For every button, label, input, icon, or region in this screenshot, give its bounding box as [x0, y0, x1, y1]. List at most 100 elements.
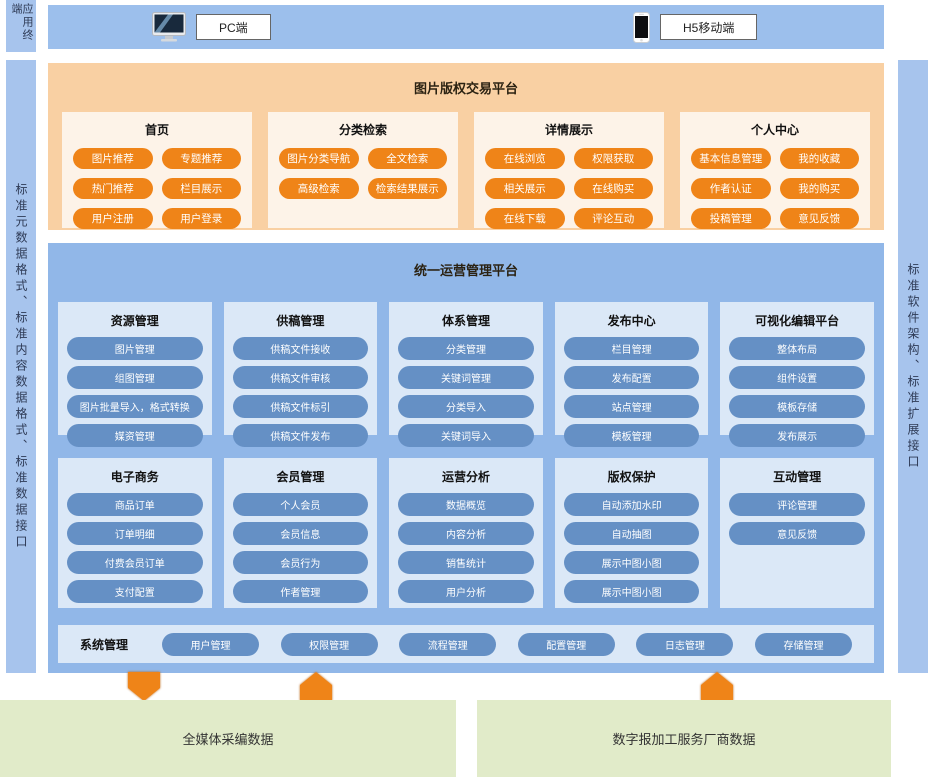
module-pill: 付费会员订单 [67, 551, 203, 574]
feature-pill: 高级检索 [279, 178, 359, 199]
module-items: 自动添加水印自动抽图展示中图小图展示中图小图 [555, 493, 709, 603]
module-pill: 发布配置 [563, 366, 700, 389]
module-items: 评论管理意见反馈 [720, 493, 874, 545]
module-items: 分类管理关键词管理分类导入关键词导入 [389, 337, 543, 447]
system-pill: 流程管理 [399, 632, 497, 656]
module-pill: 关键词导入 [398, 424, 534, 447]
trading-platform-section: 图片版权交易平台 首页 图片推荐专题推荐热门推荐栏目展示用户注册用户登录 分类检… [48, 63, 884, 230]
standard-architecture-label: 标准软件架构、标准扩展接口 [906, 262, 920, 471]
module-title: 运营分析 [441, 470, 490, 484]
module-pill: 发布展示 [729, 424, 865, 447]
module-pill: 组图管理 [67, 366, 203, 389]
system-pill: 配置管理 [517, 632, 615, 656]
system-pill: 用户管理 [162, 632, 260, 656]
module-card: 版权保护 自动添加水印自动抽图展示中图小图展示中图小图 [554, 458, 709, 608]
module-pill: 栏目管理 [563, 337, 700, 360]
feature-pill: 在线浏览 [485, 148, 565, 169]
feature-pill: 相关展示 [485, 178, 565, 199]
module-card: 会员管理 个人会员会员信息会员行为作者管理 [223, 458, 378, 608]
system-management-label: 系统管理 [80, 637, 129, 652]
module-pill: 评论管理 [729, 493, 865, 516]
group-title: 个人中心 [750, 123, 799, 137]
module-pill: 自动抽图 [563, 522, 700, 545]
trading-group-card: 首页 图片推荐专题推荐热门推荐栏目展示用户注册用户登录 [62, 112, 252, 229]
module-pill: 支付配置 [67, 580, 203, 603]
feature-pill: 用户注册 [73, 208, 153, 229]
group-title: 分类检索 [338, 123, 387, 137]
module-pill: 作者管理 [232, 580, 369, 603]
module-pill: 展示中图小图 [563, 551, 700, 574]
pc-terminal-box: PC端 [196, 14, 271, 40]
feature-pill: 热门推荐 [73, 178, 153, 199]
module-card: 电子商务 商品订单订单明细付费会员订单支付配置 [58, 458, 212, 608]
group-title: 详情展示 [544, 123, 593, 137]
trading-group-card: 分类检索 图片分类导航全文检索高级检索检索结果展示 [268, 112, 458, 228]
module-pill: 模板管理 [563, 424, 700, 447]
module-pill: 自动添加水印 [563, 493, 700, 516]
group-items: 图片推荐专题推荐热门推荐栏目展示用户注册用户登录 [62, 148, 252, 229]
sidebar-standard-data-formats: 标准元数据格式、标准内容数据格式、标准数据接口 [6, 60, 36, 673]
feature-pill: 评论互动 [573, 208, 653, 229]
module-items: 数据概览内容分析销售统计用户分析 [389, 493, 543, 603]
feature-pill: 栏目展示 [161, 178, 241, 199]
system-pill: 日志管理 [636, 632, 734, 656]
module-title: 电子商务 [110, 470, 159, 484]
module-card: 运营分析 数据概览内容分析销售统计用户分析 [389, 458, 543, 608]
module-items: 栏目管理发布配置站点管理模板管理 [555, 337, 709, 447]
module-pill: 供稿文件接收 [232, 337, 369, 360]
module-pill: 组件设置 [729, 366, 865, 389]
feature-pill: 在线下载 [485, 208, 565, 229]
module-pill: 会员行为 [232, 551, 369, 574]
module-pill: 展示中图小图 [563, 580, 700, 603]
module-pill: 图片管理 [67, 337, 203, 360]
module-pill: 关键词管理 [398, 366, 534, 389]
trading-platform-title: 图片版权交易平台 [413, 81, 518, 96]
system-management-bar: 系统管理 用户管理权限管理流程管理配置管理日志管理存储管理 [58, 625, 874, 663]
smartphone-icon [633, 11, 650, 43]
module-pill: 个人会员 [232, 493, 369, 516]
h5-terminal-group: H5移动端 [633, 5, 758, 49]
sidebar-standard-architecture: 标准软件架构、标准扩展接口 [898, 60, 928, 673]
standard-data-formats-label: 标准元数据格式、标准内容数据格式、标准数据接口 [14, 182, 28, 551]
module-items: 整体布局组件设置模板存储发布展示 [720, 337, 874, 447]
module-pill: 用户分析 [398, 580, 534, 603]
feature-pill: 在线购买 [573, 178, 653, 199]
trading-group-card: 个人中心 基本信息管理我的收藏作者认证我的购买投稿管理意见反馈 [680, 112, 870, 229]
module-pill: 销售统计 [398, 551, 534, 574]
feature-pill: 作者认证 [691, 178, 771, 199]
operation-platform-title: 统一运营管理平台 [413, 263, 518, 278]
module-items: 商品订单订单明细付费会员订单支付配置 [58, 493, 212, 603]
module-title: 资源管理 [110, 314, 159, 328]
module-pill: 模板存储 [729, 395, 865, 418]
flow-arrow-up-icon [300, 672, 332, 701]
operation-platform-section: 统一运营管理平台 资源管理 图片管理组图管理图片批量导入，格式转换媒资管理 供稿… [48, 243, 884, 673]
module-card: 可视化编辑平台 整体布局组件设置模板存储发布展示 [720, 302, 874, 447]
feature-pill: 图片分类导航 [279, 148, 359, 169]
feature-pill: 投稿管理 [691, 208, 771, 229]
module-title: 互动管理 [773, 470, 822, 484]
trading-groups: 首页 图片推荐专题推荐热门推荐栏目展示用户注册用户登录 分类检索 图片分类导航全… [48, 112, 884, 229]
monitor-icon [152, 12, 186, 42]
module-title: 可视化编辑平台 [755, 314, 840, 328]
module-pill: 内容分析 [398, 522, 534, 545]
module-pill: 站点管理 [563, 395, 700, 418]
module-pill: 供稿文件标引 [232, 395, 369, 418]
module-row-2: 电子商务 商品订单订单明细付费会员订单支付配置 会员管理 个人会员会员信息会员行… [48, 458, 884, 608]
group-title: 首页 [144, 123, 169, 137]
feature-pill: 我的购买 [779, 178, 859, 199]
feature-pill: 图片推荐 [73, 148, 153, 169]
feature-pill: 权限获取 [573, 148, 653, 169]
group-items: 在线浏览权限获取相关展示在线购买在线下载评论互动 [474, 148, 664, 229]
module-pill: 供稿文件发布 [232, 424, 369, 447]
module-card: 体系管理 分类管理关键词管理分类导入关键词导入 [389, 302, 543, 447]
data-source-media: 全媒体采编数据 [0, 700, 456, 777]
h5-terminal-box: H5移动端 [660, 14, 758, 40]
module-title: 供稿管理 [276, 314, 325, 328]
system-pill: 权限管理 [280, 632, 378, 656]
module-pill: 意见反馈 [729, 522, 865, 545]
feature-pill: 我的收藏 [779, 148, 859, 169]
module-pill: 供稿文件审核 [232, 366, 369, 389]
terminal-band: PC端 H5移动端 [48, 5, 884, 49]
module-pill: 分类导入 [398, 395, 534, 418]
